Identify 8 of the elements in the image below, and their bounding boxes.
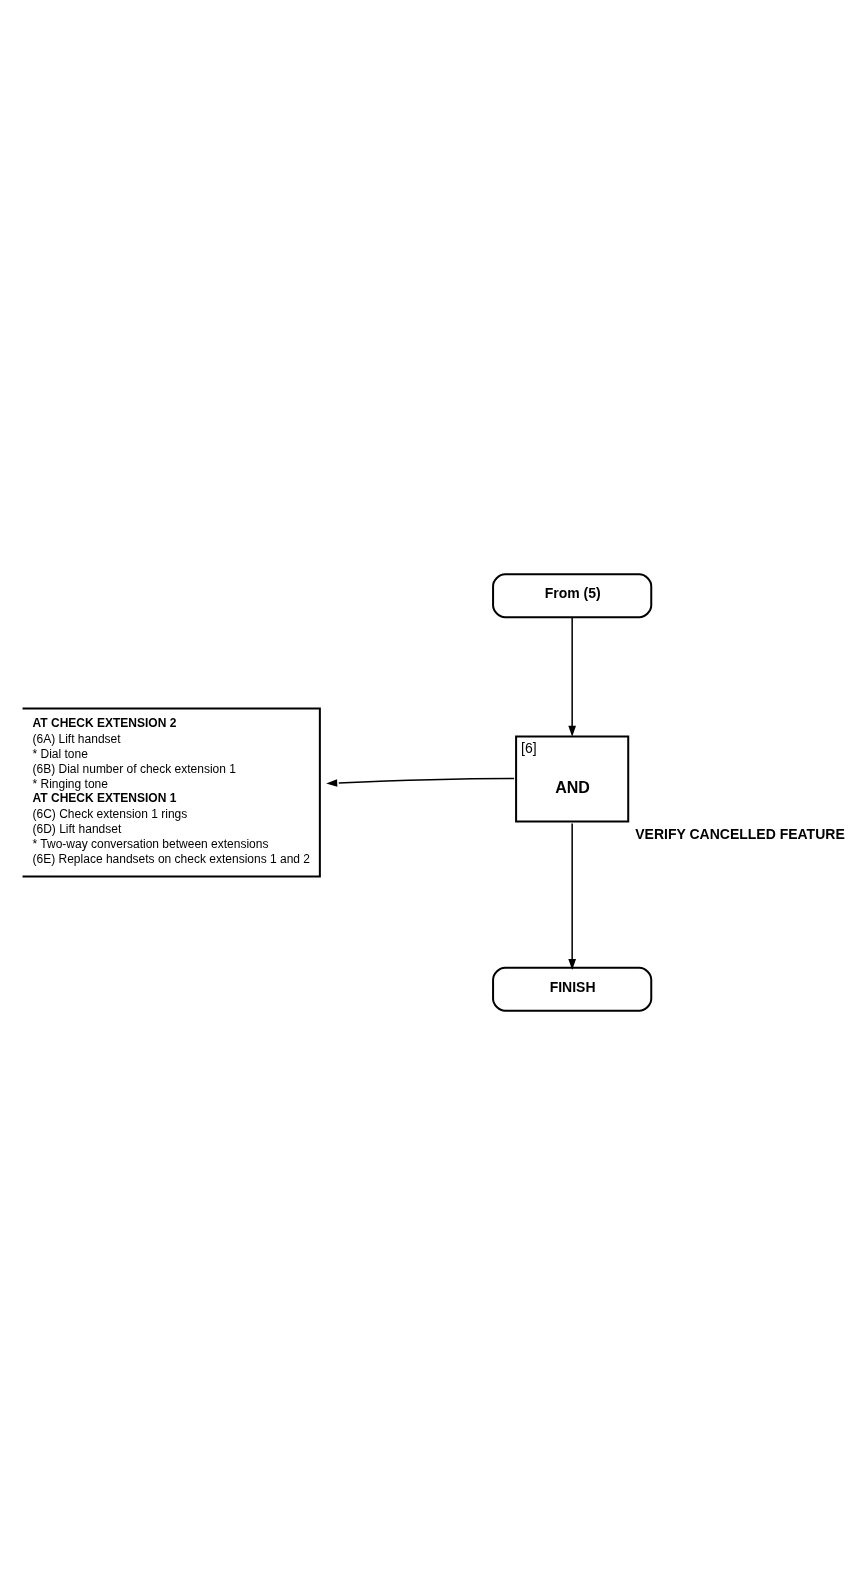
node-box: [6] AND	[514, 735, 629, 823]
arrow	[567, 617, 576, 737]
node-box: FINISH	[491, 966, 652, 1012]
node-text: AT CHECK EXTENSION 2 (6A) Lift handset * Dial tone (6B) Dial number of check extension 1 * Ringing tone AT CHECK EXTENSION 1 (6C) Check extension 1 rings (6D) Lift handset * Two-way conversation between extensions (6E) Replace handsets on check extensions 1 and 2	[32, 716, 310, 867]
node-box: From (5)	[491, 573, 652, 619]
arrow	[325, 777, 515, 787]
node-label: VERIFY CANCELLED FEATURE	[634, 825, 845, 842]
arrow	[567, 822, 576, 970]
